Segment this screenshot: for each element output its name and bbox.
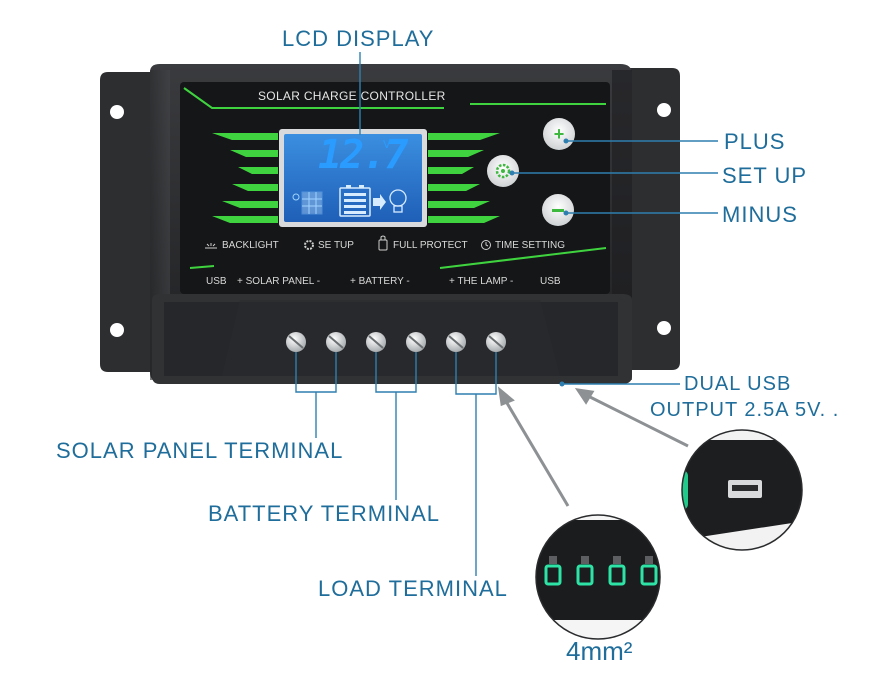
callout-set-up: SET UP	[722, 163, 808, 188]
minus-button[interactable]	[542, 194, 574, 226]
bulb-icon	[389, 189, 407, 213]
lcd-screen	[284, 134, 422, 222]
callout-dual-usb: DUAL USB	[684, 373, 792, 395]
zoom-arrows	[497, 386, 689, 507]
callout-plus: PLUS	[724, 129, 786, 154]
label-battery: + BATTERY -	[350, 276, 410, 287]
right-mounting-ear	[630, 68, 680, 370]
terminal-screws	[286, 332, 506, 352]
backlight-icon	[205, 243, 217, 249]
clock-icon	[481, 240, 491, 250]
gear-icon	[304, 240, 314, 250]
callout-minus: MINUS	[722, 202, 798, 227]
leader-lines	[295, 52, 718, 576]
shield-icon	[378, 235, 388, 251]
callout-wire-size: 4mm²	[566, 636, 633, 666]
lcd-voltage-readout: 12.7	[318, 132, 408, 178]
lcd-voltage-unit: V	[383, 138, 391, 151]
svg-text:+: +	[554, 124, 565, 144]
left-mounting-ear	[100, 72, 150, 372]
controller-title: SOLAR CHARGE CONTROLLER	[258, 89, 446, 103]
green-bars	[212, 133, 500, 223]
indicator-backlight: BACKLIGHT	[222, 240, 279, 251]
callout-load-terminal: LOAD TERMINAL	[318, 576, 508, 601]
callout-lcd-display: LCD DISPLAY	[282, 26, 435, 51]
callout-battery-terminal: BATTERY TERMINAL	[208, 501, 440, 526]
plus-button[interactable]: +	[543, 118, 575, 150]
solar-panel-icon	[292, 191, 323, 215]
usb-zoom-inset	[680, 428, 804, 552]
terminal-zoom-inset	[534, 513, 662, 641]
callout-usb-output: OUTPUT 2.5A 5V. .	[650, 399, 840, 421]
label-the-lamp: + THE LAMP -	[449, 276, 514, 287]
indicator-time-setting: TIME SETTING	[495, 240, 565, 251]
usb-port-icon	[728, 480, 762, 498]
battery-icon	[339, 185, 386, 217]
indicator-setup: SE TUP	[318, 240, 354, 251]
indicator-full-protect: FULL PROTECT	[393, 240, 468, 251]
label-usb-right: USB	[540, 276, 561, 287]
label-usb-left: USB	[206, 276, 227, 287]
label-solar-panel: + SOLAR PANEL -	[237, 276, 321, 287]
setup-button[interactable]	[487, 155, 519, 187]
callout-solar-panel-terminal: SOLAR PANEL TERMINAL	[56, 438, 344, 463]
green-accents	[183, 87, 607, 269]
